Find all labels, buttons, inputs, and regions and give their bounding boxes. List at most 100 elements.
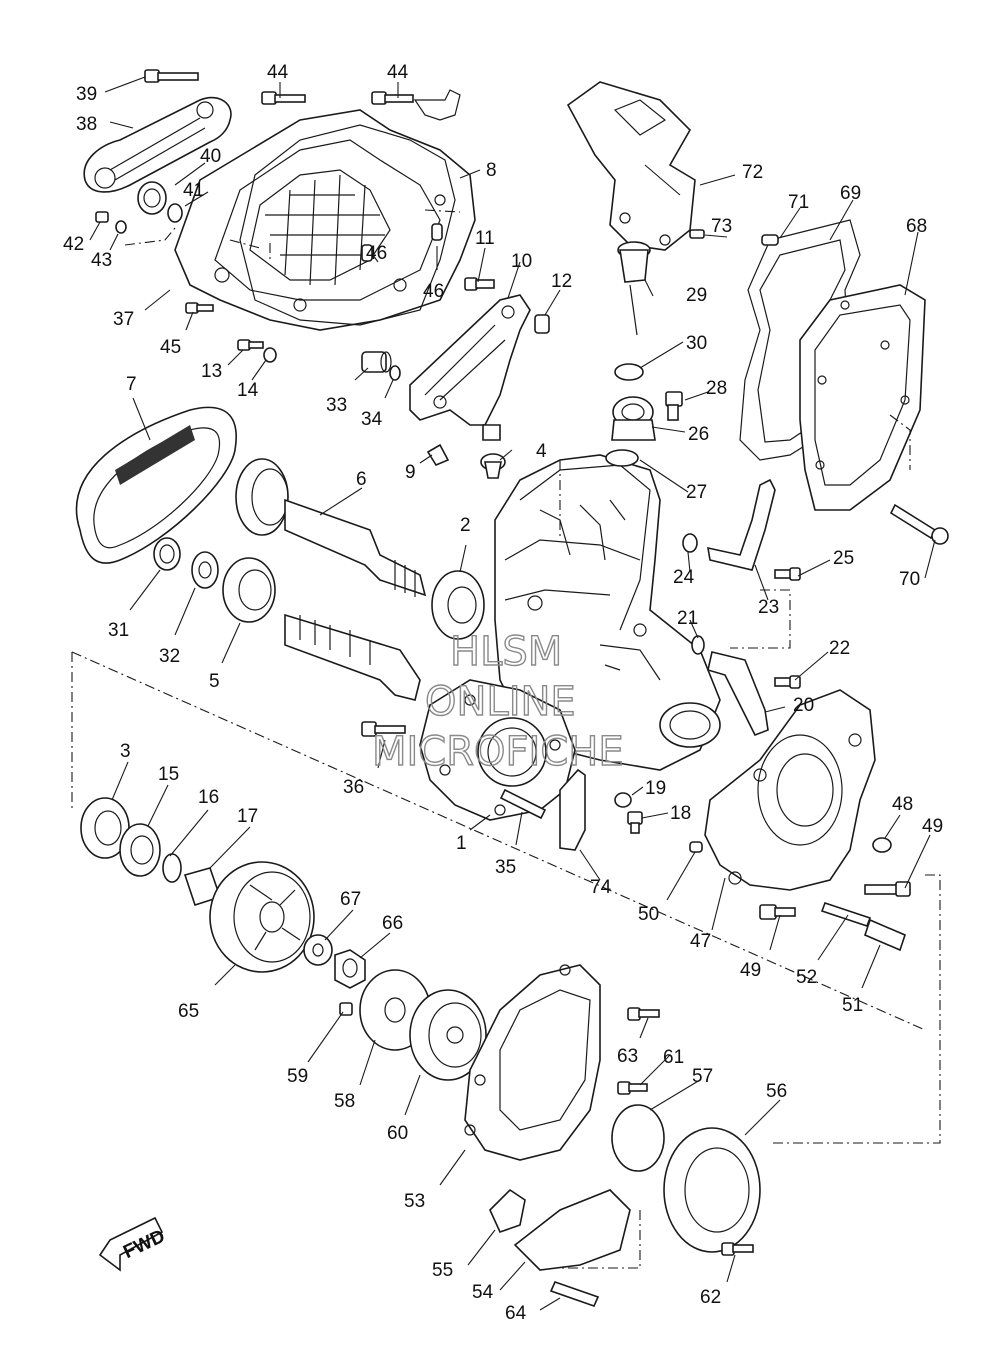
bolt-73[interactable] bbox=[689, 229, 705, 239]
rotor-60[interactable] bbox=[409, 989, 487, 1081]
o-ring-21[interactable] bbox=[691, 635, 705, 655]
washer-32[interactable] bbox=[191, 551, 219, 589]
pin-51[interactable] bbox=[864, 918, 906, 952]
collar-33[interactable] bbox=[361, 351, 392, 373]
callout-19: 19 bbox=[645, 778, 666, 799]
bracket-10[interactable] bbox=[409, 294, 531, 441]
shaft-6[interactable] bbox=[235, 458, 427, 597]
nut-66[interactable] bbox=[334, 949, 366, 989]
gasket-8[interactable] bbox=[239, 124, 456, 326]
callout-74: 74 bbox=[590, 877, 612, 898]
callout-5: 5 bbox=[209, 671, 220, 692]
crankcase-cover-37[interactable] bbox=[174, 109, 476, 331]
washer-19[interactable] bbox=[614, 792, 632, 808]
bolt-44a[interactable] bbox=[261, 91, 306, 105]
hose-23[interactable] bbox=[707, 478, 776, 571]
callout-12: 12 bbox=[551, 271, 572, 292]
pulley-65[interactable] bbox=[209, 861, 315, 973]
bolt-61[interactable] bbox=[617, 1081, 648, 1095]
bolt-62[interactable] bbox=[721, 1242, 754, 1256]
bolt-36[interactable] bbox=[361, 721, 406, 737]
bracket-55[interactable] bbox=[489, 1188, 526, 1233]
bracket-54[interactable] bbox=[513, 1189, 631, 1271]
washer-67[interactable] bbox=[303, 934, 333, 966]
washer-43[interactable] bbox=[115, 220, 127, 234]
callout-64: 64 bbox=[505, 1303, 527, 1324]
bolt-25[interactable] bbox=[774, 567, 801, 581]
belt-7[interactable] bbox=[75, 406, 237, 564]
cover-53[interactable] bbox=[464, 964, 601, 1161]
gasket-57[interactable] bbox=[611, 1104, 665, 1172]
o-ring-30[interactable] bbox=[614, 363, 644, 381]
bolt-49b[interactable] bbox=[759, 904, 796, 920]
callout-62: 62 bbox=[700, 1287, 721, 1308]
crankcase-main[interactable] bbox=[494, 454, 721, 771]
dowel-71[interactable] bbox=[761, 234, 779, 246]
callout-49b: 49 bbox=[740, 960, 761, 981]
housing-1[interactable] bbox=[419, 679, 576, 821]
arm-38[interactable] bbox=[83, 96, 232, 193]
callout-61: 61 bbox=[663, 1047, 684, 1068]
cover-68[interactable] bbox=[799, 284, 926, 511]
callout-2: 2 bbox=[460, 515, 471, 536]
bracket-74[interactable] bbox=[559, 768, 586, 851]
plug-4[interactable] bbox=[480, 453, 506, 479]
gasket-27[interactable] bbox=[605, 449, 639, 467]
bolt-70[interactable] bbox=[889, 503, 949, 545]
clip-9[interactable] bbox=[426, 443, 450, 467]
dipstick-29[interactable] bbox=[617, 241, 651, 336]
dowel-46a[interactable] bbox=[361, 244, 373, 262]
bolt-64[interactable] bbox=[549, 1281, 600, 1307]
bolt-18[interactable] bbox=[627, 811, 643, 834]
callout-66: 66 bbox=[382, 913, 403, 934]
cover-56[interactable] bbox=[663, 1127, 761, 1253]
bolt-45[interactable] bbox=[185, 302, 214, 314]
neck-26[interactable] bbox=[611, 396, 656, 441]
callout-24: 24 bbox=[673, 567, 695, 588]
pin-35[interactable] bbox=[499, 788, 547, 820]
bolt-39[interactable] bbox=[144, 69, 199, 83]
collar-31[interactable] bbox=[153, 537, 181, 571]
housing-47[interactable] bbox=[704, 689, 876, 891]
hose-20[interactable] bbox=[707, 651, 769, 737]
callout-22: 22 bbox=[829, 638, 850, 659]
seal-40[interactable] bbox=[137, 181, 167, 215]
callout-36: 36 bbox=[343, 777, 364, 798]
bolt-13[interactable] bbox=[237, 339, 264, 351]
shaft-52[interactable] bbox=[820, 901, 872, 928]
cover-72[interactable] bbox=[566, 81, 696, 251]
callout-17: 17 bbox=[237, 806, 258, 827]
bolt-22[interactable] bbox=[774, 675, 801, 689]
dowel-46b[interactable] bbox=[431, 223, 443, 241]
callout-67: 67 bbox=[340, 889, 361, 910]
callout-32: 32 bbox=[159, 646, 180, 667]
pin-50[interactable] bbox=[689, 841, 703, 853]
bolt-42[interactable] bbox=[95, 211, 109, 223]
callout-15: 15 bbox=[158, 764, 179, 785]
seal-15[interactable] bbox=[119, 823, 161, 877]
shaft-camshaft[interactable] bbox=[284, 613, 421, 701]
bolt-63[interactable] bbox=[627, 1007, 660, 1021]
plug-48[interactable] bbox=[872, 837, 892, 853]
callout-55: 55 bbox=[432, 1260, 453, 1281]
collar-12[interactable] bbox=[534, 314, 550, 334]
callout-54: 54 bbox=[472, 1282, 494, 1303]
bearing-5[interactable] bbox=[222, 557, 276, 623]
callout-44b: 44 bbox=[387, 62, 409, 83]
callout-1: 1 bbox=[456, 833, 467, 854]
callout-27: 27 bbox=[686, 482, 707, 503]
bearing-2[interactable] bbox=[431, 570, 485, 640]
callout-6: 6 bbox=[356, 469, 367, 490]
washer-14[interactable] bbox=[263, 347, 277, 363]
bolt-44b[interactable] bbox=[371, 89, 461, 121]
o-ring-16[interactable] bbox=[162, 853, 182, 883]
callout-47: 47 bbox=[690, 931, 711, 952]
callout-58: 58 bbox=[334, 1091, 355, 1112]
o-ring-41[interactable] bbox=[167, 203, 183, 223]
bolt-11[interactable] bbox=[464, 277, 495, 291]
washer-34[interactable] bbox=[389, 365, 401, 381]
callout-23: 23 bbox=[758, 597, 779, 618]
bolt-49a[interactable] bbox=[864, 881, 911, 897]
bolt-28[interactable] bbox=[665, 391, 683, 421]
o-ring-24[interactable] bbox=[682, 533, 698, 553]
